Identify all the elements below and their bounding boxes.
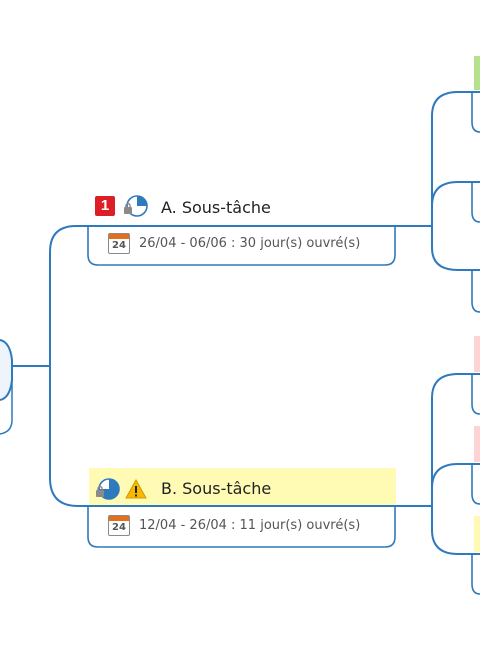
task-b-title[interactable]: B. Sous-tâche (161, 479, 272, 498)
progress-25-icon (124, 195, 148, 217)
task-a-title[interactable]: A. Sous-tâche (161, 198, 271, 217)
warning-icon (125, 479, 147, 499)
task-a-dates: 26/04 - 06/06 : 30 jour(s) ouvré(s) (139, 236, 361, 251)
progress-75-icon (96, 478, 120, 500)
calendar-icon: 24 (108, 515, 130, 536)
priority-1-icon: 1 (95, 196, 115, 216)
task-b-dates: 12/04 - 26/04 : 11 jour(s) ouvré(s) (139, 518, 361, 533)
calendar-icon: 24 (108, 233, 130, 254)
child-status-pink-2 (474, 426, 480, 462)
child-status-yellow (474, 516, 480, 552)
child-status-green (474, 56, 480, 90)
child-status-pink (474, 336, 480, 372)
